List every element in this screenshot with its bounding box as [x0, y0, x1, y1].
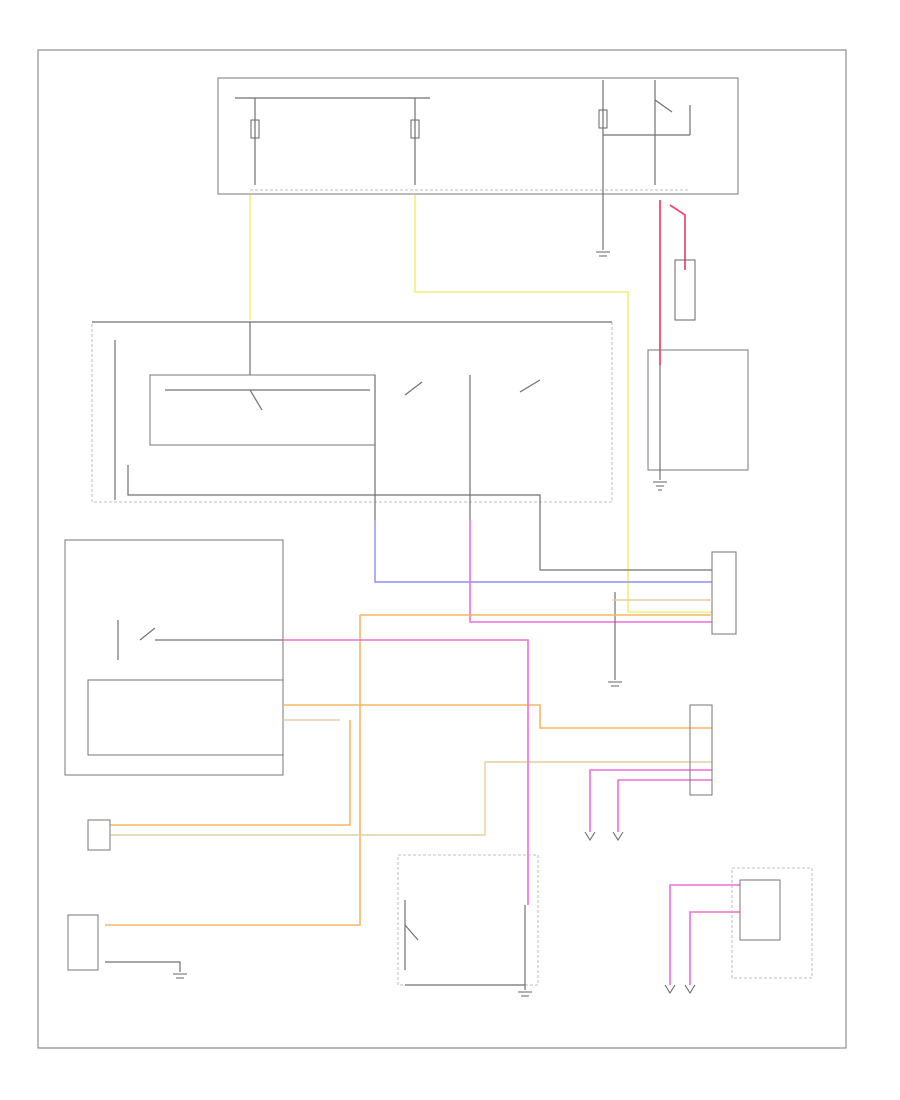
ground-g5-icon	[518, 991, 532, 997]
relay-top-icon	[603, 80, 691, 185]
cluster-block	[87, 679, 284, 756]
mode-selector	[149, 374, 376, 446]
diagram-border	[37, 49, 847, 1049]
orange-wire-4	[110, 720, 351, 826]
pink-wire-8	[689, 911, 740, 985]
column-block	[64, 539, 284, 776]
speed-sensor-inner	[739, 879, 781, 941]
relay-upper	[674, 259, 696, 321]
pink-wire-2	[283, 639, 529, 905]
cruise-switch-icon	[404, 900, 526, 990]
fuse-b-icon	[410, 98, 420, 185]
ground-g3-icon	[608, 681, 622, 687]
sensor-ground-wire	[105, 961, 181, 972]
fuse-c-icon	[598, 80, 608, 230]
speed-sensor-box	[731, 867, 813, 979]
tan-wire-3	[110, 761, 712, 836]
fuse-a-icon	[250, 98, 260, 185]
module-connector	[711, 551, 737, 635]
pink-wire-4	[617, 779, 712, 785]
yellow-wire-2	[414, 195, 712, 613]
pink-wire-7	[669, 884, 740, 985]
splice-arrow-icon	[584, 831, 696, 994]
switch-assembly	[91, 321, 613, 503]
orange-wire-1	[283, 704, 712, 729]
red-wire-2	[669, 204, 686, 270]
pink-wire-1	[469, 520, 712, 623]
blue-wire	[374, 520, 712, 583]
sensor-connector	[87, 819, 111, 851]
cruise-switch-box	[397, 854, 539, 986]
switch-return-wire	[127, 465, 712, 571]
orange-wire-3	[105, 615, 361, 926]
relay-lower-box	[647, 349, 749, 471]
ground-g4-icon	[173, 973, 187, 979]
fuse-block	[217, 77, 739, 195]
sensor-box	[67, 914, 99, 971]
switch-2-icon	[374, 375, 423, 520]
pink-wire-3	[589, 769, 712, 785]
right-connector	[689, 704, 713, 796]
ground-g2-icon	[653, 481, 667, 491]
ground-g1-icon	[596, 251, 610, 257]
column-switch-icon	[117, 620, 283, 660]
selector-switch-icon	[165, 322, 370, 411]
switch-3-icon	[469, 375, 541, 520]
